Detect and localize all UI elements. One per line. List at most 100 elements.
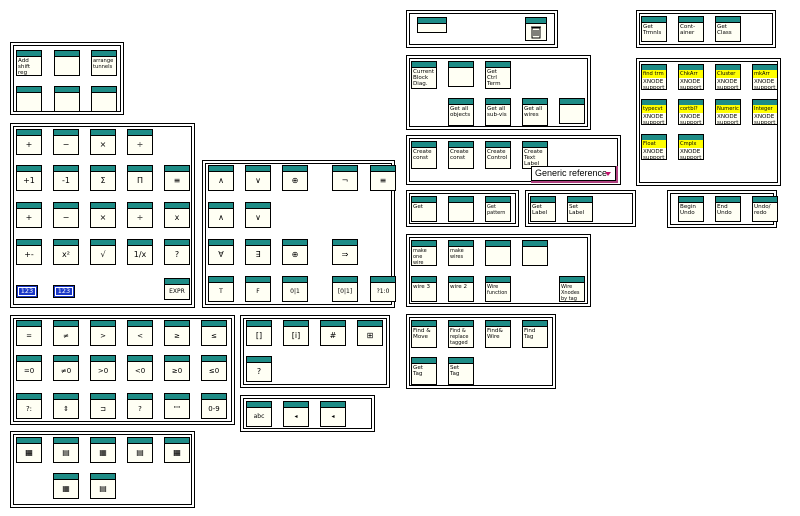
get-connect-vi[interactable]: Get [411, 196, 437, 222]
empty-string-vi[interactable]: "" [164, 393, 190, 419]
add-shift-reg-vi[interactable]: Add shift reg [16, 50, 42, 76]
array-vi-2[interactable]: ▤ [53, 437, 79, 463]
divide-vi[interactable]: ÷ [127, 129, 153, 155]
greater-zero-vi[interactable]: >0 [90, 355, 116, 381]
get-all-objects-vi[interactable]: Get all objects [448, 98, 474, 126]
end-undo-vi[interactable]: End Undo [715, 196, 741, 222]
find-wire-vi[interactable]: Find& Wire [485, 320, 511, 348]
equal-vi[interactable]: = [16, 320, 42, 346]
unbundle-vi[interactable]: ? [246, 356, 272, 382]
connect-glyph-vi[interactable] [448, 196, 474, 222]
array-vi-7[interactable]: ▦ [53, 473, 79, 499]
true-const-vi[interactable]: T [208, 276, 234, 302]
get-class-vi[interactable]: Get Class [715, 16, 741, 42]
numeric-constant-icon[interactable]: 123 [53, 285, 75, 298]
sqrt-vi[interactable]: √ [90, 239, 116, 265]
sum-vi[interactable]: Σ [90, 165, 116, 191]
nor-vi[interactable]: ∨ [245, 202, 271, 228]
subtract-vi[interactable]: − [53, 129, 79, 155]
create-text-label-vi[interactable]: Create Text Label [522, 141, 548, 169]
create-control-vi[interactable]: Create Control [485, 141, 511, 169]
wire-2-vi[interactable]: wire 2 [448, 276, 474, 302]
bundle-name-vi[interactable]: abc [246, 401, 272, 427]
structure-glyph-vi-1[interactable] [16, 86, 42, 112]
get-ctrl-term-vi[interactable]: Get Ctrl Term [485, 61, 511, 89]
nand-vi[interactable]: ∧ [208, 202, 234, 228]
trash-vi[interactable] [525, 17, 547, 41]
array-vi-4[interactable]: ▤ [127, 437, 153, 463]
multiply-vi[interactable]: × [90, 129, 116, 155]
less-eq-zero-vi[interactable]: ≤0 [201, 355, 227, 381]
get-all-wires-vi[interactable]: Get all wires [522, 98, 548, 126]
bool-array-num-vi[interactable]: [0|1] [332, 276, 358, 302]
bool-to-int-vi[interactable]: 0|1 [282, 276, 308, 302]
create-const-vi-1[interactable]: Create const [411, 141, 437, 169]
equal-zero-vi[interactable]: =0 [16, 355, 42, 381]
undo-redo-vi[interactable]: Undo/ redo [752, 196, 778, 222]
obj-ref-vi[interactable] [417, 17, 447, 33]
and-vi[interactable]: ∧ [208, 165, 234, 191]
or-array-vi[interactable]: ∃ [245, 239, 271, 265]
get-pattern-vi[interactable]: Get pattern [485, 196, 511, 222]
array-vi-6[interactable]: ▤ [16, 437, 42, 463]
mul-array-vi[interactable]: × [90, 202, 116, 228]
implies-vi[interactable]: ⇒ [332, 239, 358, 265]
expr-array-vi[interactable]: x [164, 202, 190, 228]
div-array-vi[interactable]: ÷ [127, 202, 153, 228]
numeric-constant-icon[interactable]: 123 [16, 285, 38, 298]
not-equal-vi[interactable]: ≠ [53, 320, 79, 346]
structure-glyph-vi-3[interactable] [91, 86, 117, 112]
get-all-sub-vis-vi[interactable]: Get all sub-vis [485, 98, 511, 126]
current-block-diag-vi[interactable]: Current Block Diag. [411, 61, 437, 89]
square-vi[interactable]: x² [53, 239, 79, 265]
cluster-const-vi[interactable]: ◂ [320, 401, 346, 427]
sub-array-vi[interactable]: − [53, 202, 79, 228]
formula-node-vi[interactable]: EXPR [164, 278, 190, 300]
less-vi[interactable]: < [127, 320, 153, 346]
greater-vi[interactable]: > [90, 320, 116, 346]
wire-function-vi[interactable]: Wire function [485, 276, 511, 302]
xor-vi[interactable]: ⊕ [282, 165, 308, 191]
container-vi[interactable]: Cont- ainer [678, 16, 704, 42]
product-vi[interactable]: Π [127, 165, 153, 191]
not-vi[interactable]: ¬ [332, 165, 358, 191]
get-tag-vi[interactable]: Get Tag [411, 357, 437, 385]
get-label-vi[interactable]: Get Label [530, 196, 556, 222]
add-array-vi[interactable]: + [16, 202, 42, 228]
array-vi-3[interactable]: ▦ [90, 437, 116, 463]
not-equal-zero-vi[interactable]: ≠0 [53, 355, 79, 381]
num-to-bool-vi[interactable]: ?1:0 [370, 276, 396, 302]
begin-undo-vi[interactable]: Begin Undo [678, 196, 704, 222]
or-vi[interactable]: ∨ [245, 165, 271, 191]
wire-xnodes-by-tag-vi[interactable]: Wire Xnodes by tag [559, 276, 585, 302]
array-vi-6[interactable]: ▤ [164, 437, 190, 463]
block-glyph-vi[interactable] [448, 61, 474, 87]
set-label-vi[interactable]: Set Label [567, 196, 593, 222]
less-zero-vi[interactable]: <0 [127, 355, 153, 381]
structure-glyph-vi-2[interactable] [54, 86, 80, 112]
make-one-wire-vi[interactable]: make one wire [411, 240, 437, 266]
compound-vi[interactable]: ≡ [164, 165, 190, 191]
get-trmnls-vi[interactable]: Get Trmnls [641, 16, 667, 42]
index-array-vi[interactable]: [i] [283, 320, 309, 346]
in-range-vi[interactable]: ⊐ [90, 393, 116, 419]
add-vi[interactable]: + [16, 129, 42, 155]
wire-3-vi[interactable]: wire 3 [411, 276, 437, 302]
generic-reference-select[interactable]: Generic reference [531, 166, 618, 183]
decrement-vi[interactable]: -1 [53, 165, 79, 191]
less-eq-vi[interactable]: ≤ [201, 320, 227, 346]
set-tag-vi[interactable]: Set Tag [448, 357, 474, 385]
recip-vi[interactable]: 1/x [127, 239, 153, 265]
unbundle-name-vi[interactable]: ◂ [283, 401, 309, 427]
wire-cut-vi[interactable] [522, 240, 548, 266]
abs-vi[interactable]: +- [16, 239, 42, 265]
xnor-vi[interactable]: ⊕ [282, 239, 308, 265]
false-const-vi[interactable]: F [245, 276, 271, 302]
